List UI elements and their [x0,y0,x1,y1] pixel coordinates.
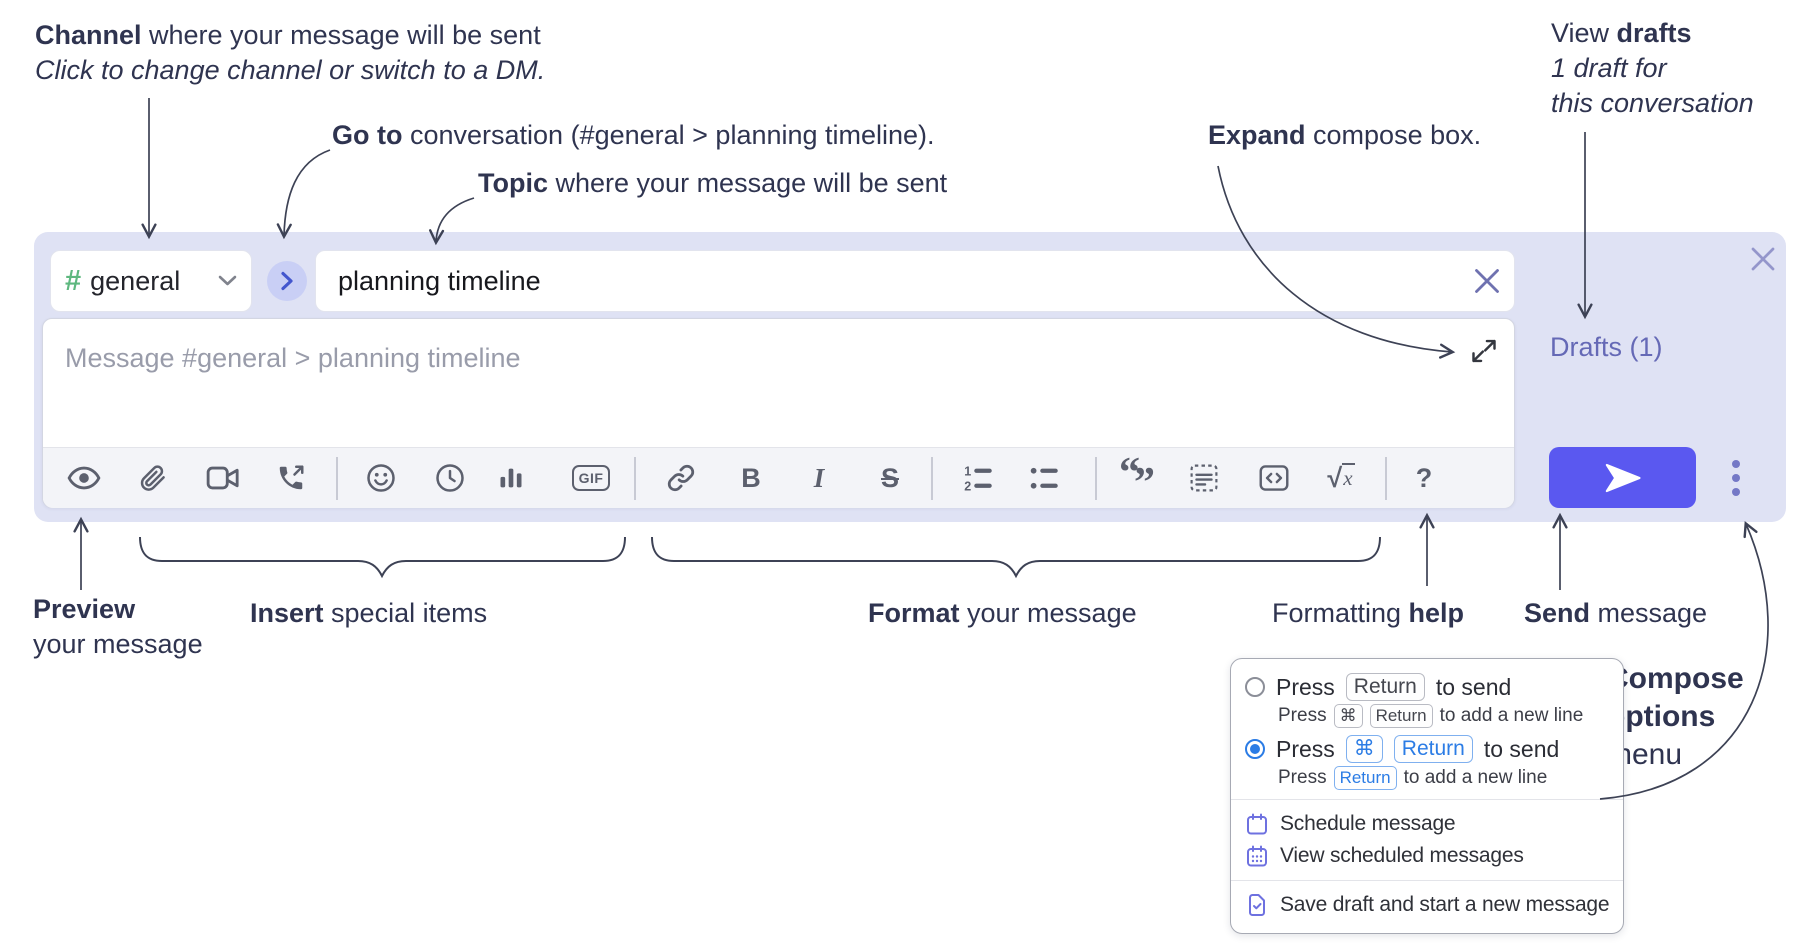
link-icon [667,464,695,492]
option-cmd-enter-to-send-hint: Press Return to add a new line [1278,766,1548,790]
annotation-topic: Topic where your message will be sent [478,168,948,198]
video-camera-icon [206,466,239,490]
annotation-compose-options: Compose options menu [1607,662,1744,771]
paperclip-icon [140,465,165,491]
formatting-help-button[interactable]: ? [1402,459,1446,497]
channel-hash-icon: # [65,264,82,297]
quote-button[interactable]: “ ” [1114,450,1158,506]
channel-name: general [90,265,181,296]
menu-divider [1231,799,1624,800]
video-call-button[interactable] [201,459,245,497]
compose-toolbar: GIF B I S [43,447,1514,508]
numbered-list-icon: 1 2 [964,465,992,494]
kbd-cmd: ⌘ [1333,704,1363,728]
expand-compose-icon[interactable] [1470,337,1498,365]
code-button[interactable] [1252,459,1296,497]
emoji-button[interactable] [359,459,403,497]
code-icon [1259,465,1289,491]
attach-file-button[interactable] [131,459,175,497]
chevron-down-icon [218,275,237,286]
compose-options-menu-button[interactable] [1724,454,1748,502]
annotation-format: Format your message [868,598,1137,628]
bulleted-list-icon [1030,467,1058,489]
compose-box: # general [34,232,1786,522]
preview-button[interactable] [62,459,106,497]
italic-icon: I [813,462,825,493]
question-mark-icon: ? [1415,462,1433,493]
poll-button[interactable] [489,459,533,497]
annotation-send: Send message [1524,598,1708,628]
bold-icon: B [741,462,761,493]
topic-field-wrap [315,250,1515,312]
chevron-right-icon [281,271,293,291]
annotation-goto: Go to conversation (#general > planning … [332,120,935,150]
kbd-cmd: ⌘ [1345,734,1383,764]
quote-icon: “ ” [1119,450,1155,506]
math-button[interactable]: √ x [1319,459,1363,497]
annotation-insert: Insert special items [250,598,488,628]
kebab-dot [1732,460,1740,468]
kebab-dot [1732,474,1740,482]
eye-icon [67,466,101,490]
radio-selected[interactable] [1245,739,1265,759]
topic-input[interactable] [315,250,1515,312]
go-to-conversation-button[interactable] [267,261,307,301]
compose-options-popup: Press Return to send Press ⌘ Return to a… [1230,658,1625,934]
toolbar-divider [931,457,933,500]
toolbar-divider [1385,457,1387,500]
message-box: GIF B I S [42,318,1515,508]
spoiler-button[interactable] [1182,459,1226,497]
bulleted-list-button[interactable] [1022,459,1066,497]
clear-topic-icon[interactable] [1473,267,1501,295]
annotation-preview: Preview your message [33,594,203,659]
message-input[interactable] [43,319,1514,447]
annotation-view-drafts: View drafts 1 draft for this conversatio… [1551,18,1754,118]
option-enter-to-send-hint: Press ⌘ Return to add a new line [1278,704,1584,728]
svg-text:2: 2 [964,480,971,494]
clock-icon [436,464,464,492]
menu-item-view-scheduled-messages[interactable]: View scheduled messages [1245,840,1609,872]
option-cmd-enter-to-send[interactable]: Press ⌘ Return to send [1245,733,1609,765]
toolbar-divider [1095,457,1097,500]
drafts-link[interactable]: Drafts (1) [1550,332,1663,362]
calendar-icon [1247,813,1267,835]
annotation-channel: Channel where your message will be sent … [35,20,546,85]
strikethrough-icon: S [880,462,899,493]
menu-item-save-draft[interactable]: Save draft and start a new message [1245,889,1610,921]
math-icon: √ x [1327,463,1355,493]
close-compose-icon[interactable] [1748,244,1778,274]
toolbar-divider [336,457,338,500]
gif-icon: GIF [571,465,611,491]
bold-button[interactable]: B [729,459,773,497]
kbd-return: Return [1333,766,1397,790]
global-time-button[interactable] [428,459,472,497]
bar-chart-icon [500,468,522,488]
calendar-grid-icon [1247,845,1267,867]
phone-outgoing-icon [279,465,304,490]
option-enter-to-send[interactable]: Press Return to send [1245,671,1609,703]
channel-selector[interactable]: # general [50,250,252,312]
link-button[interactable] [659,459,703,497]
strikethrough-button[interactable]: S [868,459,912,497]
radio-unselected[interactable] [1245,677,1265,697]
italic-button[interactable]: I [797,459,841,497]
svg-text:1: 1 [964,465,971,479]
menu-item-schedule-message[interactable]: Schedule message [1245,808,1609,840]
kbd-return: Return [1345,672,1425,702]
menu-divider [1231,880,1624,881]
annotation-expand: Expand compose box. [1208,120,1482,150]
voice-call-button[interactable] [269,459,313,497]
gif-button[interactable]: GIF [565,459,617,497]
spoiler-icon [1190,464,1218,492]
kbd-return: Return [1393,734,1473,764]
kbd-return: Return [1369,704,1433,728]
send-plane-icon [1605,463,1641,492]
annotation-formatting-help: Formatting help [1272,598,1465,628]
kebab-dot [1732,488,1740,496]
toolbar-divider [634,457,636,500]
numbered-list-button[interactable]: 1 2 [956,459,1000,497]
draft-document-icon [1249,894,1265,916]
send-button[interactable] [1549,447,1696,508]
smiley-icon [367,464,395,492]
